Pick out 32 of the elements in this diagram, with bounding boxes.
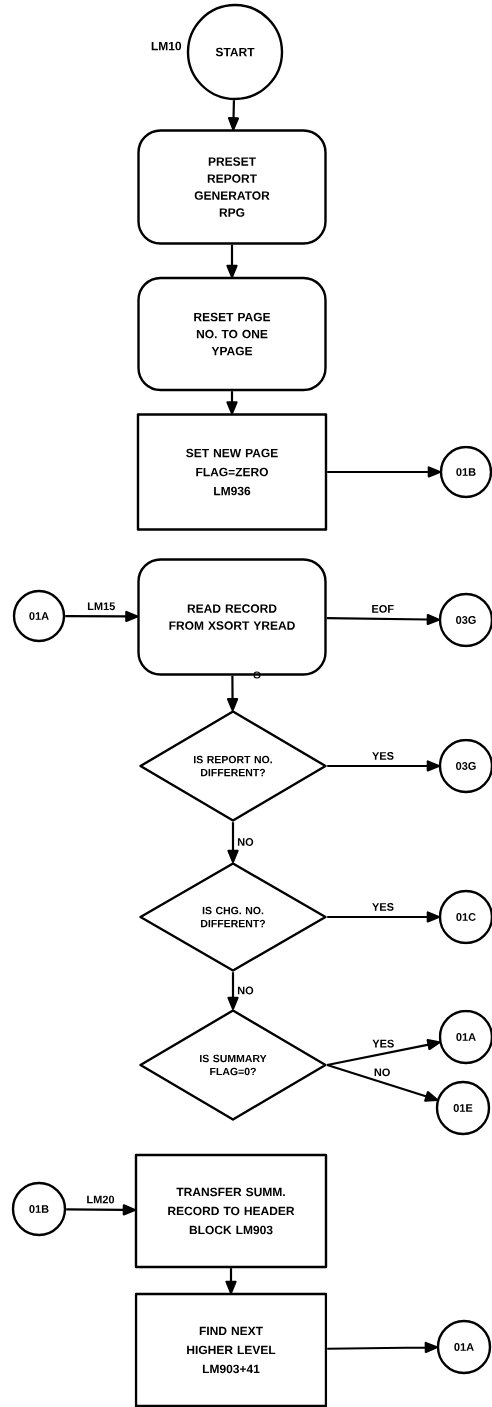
- process-box: RESET PAGE NO. TO ONE YPAGE: [137, 276, 327, 392]
- arrow: [226, 391, 238, 415]
- edge-label: YES: [371, 751, 395, 761]
- arrow: [326, 1063, 439, 1102]
- arrow: [327, 911, 440, 923]
- process-box: READ RECORD FROM XSORT YREAD: [137, 558, 327, 676]
- process-box: SET NEW PAGE FLAG=ZERO LM936: [136, 413, 328, 531]
- edge-label: LM15: [86, 601, 117, 612]
- node-label: LM10: [151, 41, 182, 51]
- arrow: [225, 1268, 237, 1294]
- arrow: [227, 972, 239, 1010]
- edge-label: NO: [236, 985, 255, 996]
- arrow: [65, 1204, 136, 1216]
- arrow: [326, 1341, 438, 1354]
- process-box: TRANSFER SUMM. RECORD TO HEADER BLOCK LM903: [134, 1153, 328, 1269]
- process-box: PRESET REPORT GENERATOR RPG: [137, 129, 327, 245]
- arrow: [325, 613, 440, 626]
- arrow: [226, 244, 238, 278]
- edge-label: NO: [236, 837, 255, 847]
- process-box: FIND NEXT HIGHER LEVEL LM903+41: [134, 1292, 328, 1407]
- arrow: [327, 760, 440, 772]
- edge-label: EOF: [370, 603, 396, 614]
- arrow: [227, 99, 240, 131]
- arrow: [327, 466, 441, 478]
- edge-label: YES: [371, 1038, 396, 1049]
- edge-label: NO: [372, 1067, 392, 1078]
- arrow: [326, 1039, 441, 1067]
- edge-label: YES: [371, 902, 395, 912]
- arrow: [226, 674, 239, 712]
- arrow: [64, 610, 139, 623]
- edge-label: LM20: [85, 1194, 116, 1205]
- arrow: [227, 822, 239, 863]
